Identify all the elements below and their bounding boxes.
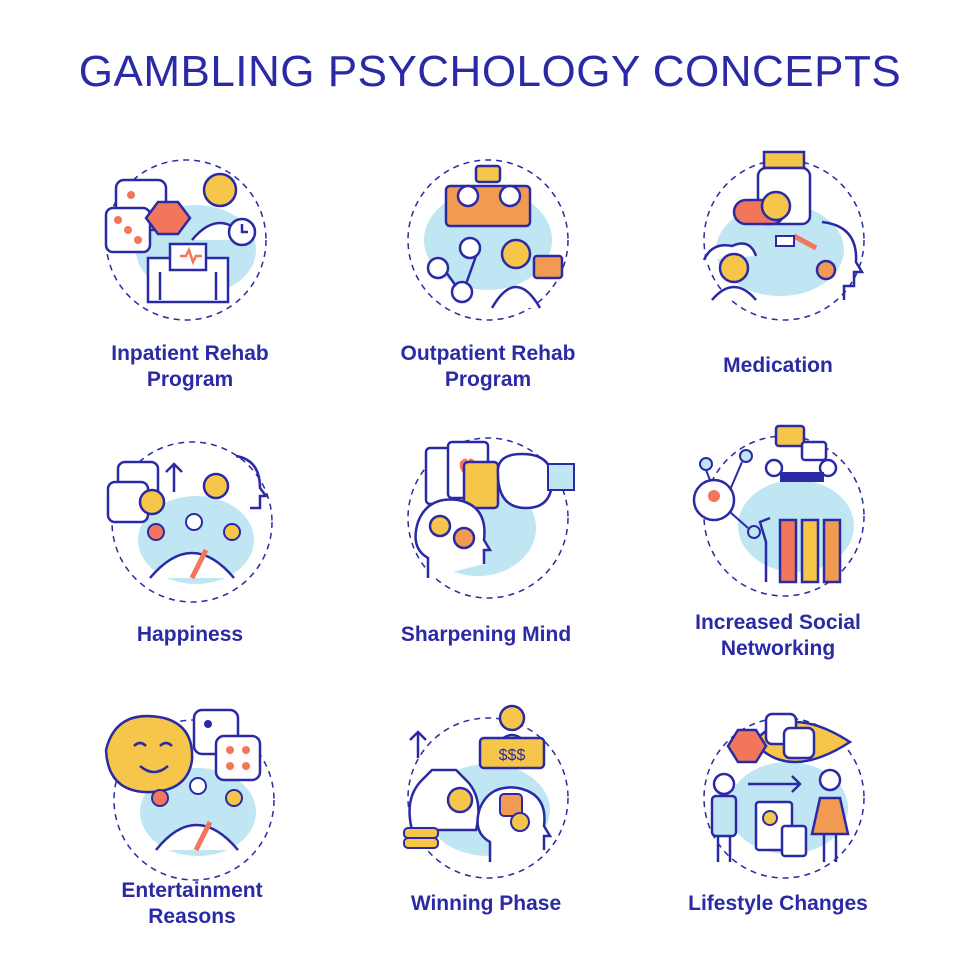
- page-title: GAMBLING PSYCHOLOGY CONCEPTS: [78, 47, 902, 96]
- concept-label-line: Program: [444, 368, 532, 391]
- outpatient-meeting-icon: [388, 140, 588, 340]
- money-bag-icon: $$$: [388, 698, 588, 898]
- dollar-signs-text: $$$: [499, 747, 526, 764]
- lifestyle-change-icon: [684, 698, 884, 898]
- concept-label-line: Medication: [723, 354, 833, 377]
- concept-label: Medication: [628, 353, 928, 379]
- concept-label: Inpatient Rehab Program: [40, 341, 340, 393]
- concept-label: Entertainment Reasons: [42, 878, 342, 930]
- social-network-icon: [684, 416, 884, 616]
- concept-label-line: Entertainment: [121, 879, 263, 902]
- concept-label: Sharpening Mind: [336, 622, 636, 648]
- concept-label: Lifestyle Changes: [628, 891, 928, 917]
- concept-label-line: Program: [146, 368, 234, 391]
- concept-label-line: Reasons: [148, 905, 236, 928]
- rehab-hospital-icon: [86, 140, 286, 340]
- concept-label: Winning Phase: [336, 891, 636, 917]
- smiling-face-dice-icon: [94, 700, 294, 900]
- brain-cards-icon: [388, 418, 588, 618]
- concept-label-line: Outpatient Rehab: [400, 342, 576, 365]
- concept-label-line: Sharpening Mind: [400, 623, 572, 646]
- medication-pills-icon: [684, 140, 884, 340]
- concept-label: Happiness: [40, 622, 340, 648]
- concept-label-line: Happiness: [136, 623, 244, 646]
- concept-label-line: Winning Phase: [410, 892, 562, 915]
- happiness-gauge-icon: [92, 422, 292, 622]
- concept-label: Increased Social Networking: [628, 610, 928, 662]
- concept-label: Outpatient Rehab Program: [338, 341, 638, 393]
- concept-label-line: Lifestyle Changes: [688, 892, 868, 915]
- concept-label-line: Increased Social: [695, 611, 861, 634]
- concept-label-line: Inpatient Rehab: [111, 342, 269, 365]
- concept-label-line: Networking: [720, 637, 836, 660]
